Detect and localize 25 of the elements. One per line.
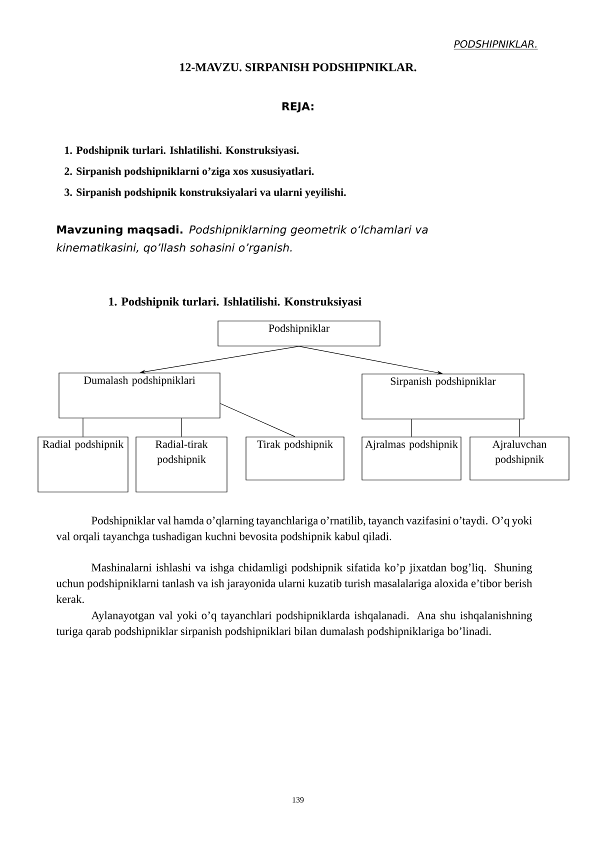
- paragraph: Mashinalarni ishlashi va ishga chidamligi podshipnik sifatida ko’p jixatdan bog’liq. Shuning uchun podshipniklarni tanlash va ish jarayonida ularni kuzatib turish masalalariga aloxida e’tibor berish kerak.: [56, 563, 532, 604]
- list-item: 2. Sirpanish podshipniklarni o’ziga xos xususiyatlari.: [64, 167, 314, 178]
- category-box: Tirak podshipnik: [246, 436, 344, 480]
- connector-line: [181, 418, 182, 437]
- list-item: 3. Sirpanish podshipnik konstruksiyalari va ularni yeyilishi.: [64, 188, 346, 198]
- paragraph: Podshipniklar val hamda o’qlarning tayanchlariga o’rnatilib, tayanch vazifasini o’taydi. O’q yoki val orqali tayanchga tushadigan kuchni bevosita podshipnik kabul qiladi.: [56, 516, 532, 543]
- heading: REJA:: [282, 102, 314, 112]
- running-header: PODSHIPNIKLAR.: [454, 40, 538, 50]
- connector-line: [220, 403, 296, 437]
- category-box: Radial-tirak podshipnik: [136, 436, 228, 492]
- page-number: 139: [292, 797, 304, 803]
- category-box: Ajralmas podshipnik: [362, 436, 462, 480]
- paragraph: Aylanayotgan val yoki o’q tayanchlari podshipniklarda ishqalanadi. Ana shu ishqalanishning turiga qarab podshipniklar sirpanish podshipniklari bilan dumalash podshipniklariga bo’linadi.: [56, 611, 532, 638]
- category-box: Podshipniklar: [218, 320, 380, 346]
- category-box: Radial podshipnik: [38, 436, 128, 492]
- section-heading: 1. Podshipnik turlari. Ishlatilishi. Konstruksiyasi: [109, 297, 362, 308]
- connector-line: [82, 418, 84, 437]
- connector-line: [519, 419, 520, 437]
- heading: 12-MAVZU. SIRPANISH PODSHIPNIKLAR.: [180, 63, 416, 72]
- category-box: Dumalash podshipniklari: [58, 372, 220, 418]
- category-box: Ajraluvchan podshipnik: [470, 436, 570, 480]
- connector-line: [411, 419, 412, 437]
- list-item: 1. Podshipnik turlari. Ishlatilishi. Konstruksiyasi.: [65, 146, 299, 156]
- paragraph: Mavzuning maqsadi. Podshipniklarning geometrik o‘lchamlari va kinematikasini, qo’llash sohasini o’rganish.: [56, 225, 428, 254]
- category-box: Sirpanish podshipniklar: [362, 374, 524, 420]
